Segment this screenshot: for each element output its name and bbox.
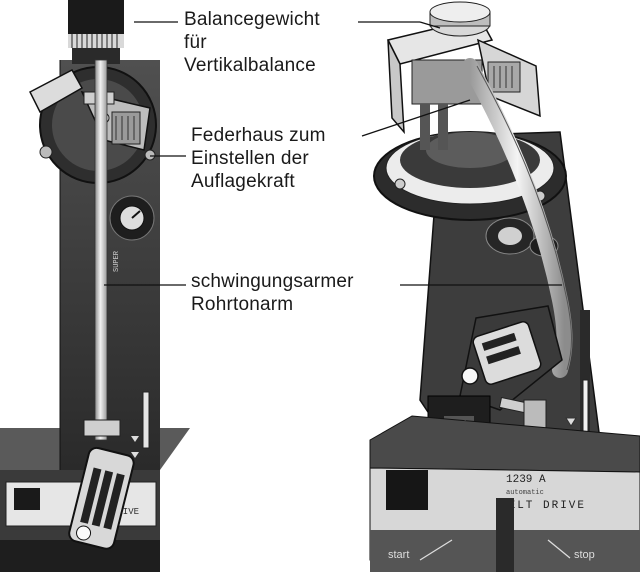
label-rohrtonarm-line2: Rohrtonarm bbox=[191, 294, 294, 315]
left-side-text: SUPER bbox=[113, 250, 121, 272]
left-arm-rest bbox=[83, 419, 121, 437]
label-balancegewicht-line2: für bbox=[184, 32, 207, 53]
left-arm-tube bbox=[94, 59, 108, 441]
right-leader-lines bbox=[358, 21, 562, 286]
right-arm-tube bbox=[462, 58, 573, 378]
label-balancegewicht-line3: Vertikalbalance bbox=[184, 55, 316, 76]
label-rohrtonarm: schwingungsarmer Rohrtonarm bbox=[191, 270, 354, 316]
right-counterweight bbox=[429, 1, 491, 37]
label-federhaus: Federhaus zum Einstellen der Auflagekraf… bbox=[191, 124, 326, 193]
left-leader-lines bbox=[104, 21, 186, 286]
left-plate-text-2: DRIVE bbox=[112, 507, 139, 517]
model-subtitle: automatic bbox=[506, 489, 544, 497]
label-federhaus-line1: Federhaus zum bbox=[191, 125, 326, 146]
right-gimbal-frame bbox=[386, 17, 541, 150]
label-rohrtonarm-line1: schwingungsarmer bbox=[191, 271, 354, 292]
label-federhaus-line2: Einstellen der bbox=[191, 148, 309, 169]
left-antiskate-dial bbox=[109, 195, 155, 241]
label-federhaus-line3: Auflagekraft bbox=[191, 171, 295, 192]
right-front-base: 1239 A automatic BELT DRIVE start stop bbox=[369, 415, 640, 572]
right-turntable: 1239 A automatic BELT DRIVE start stop bbox=[358, 1, 640, 572]
left-headshell bbox=[68, 446, 135, 550]
start-label: start bbox=[388, 549, 409, 561]
left-turntable: 1200 DRIVE SUPER bbox=[0, 0, 190, 572]
stop-label: stop bbox=[574, 549, 595, 561]
belt-drive-label: BELT DRIVE bbox=[500, 500, 586, 512]
left-lift-lever bbox=[131, 391, 150, 458]
label-balancegewicht-line1: Balancegewicht bbox=[184, 9, 320, 30]
model-number: 1239 A bbox=[506, 474, 546, 486]
label-balancegewicht: Balancegewicht für Vertikalbalance bbox=[184, 8, 320, 77]
left-counterweight bbox=[68, 0, 124, 64]
